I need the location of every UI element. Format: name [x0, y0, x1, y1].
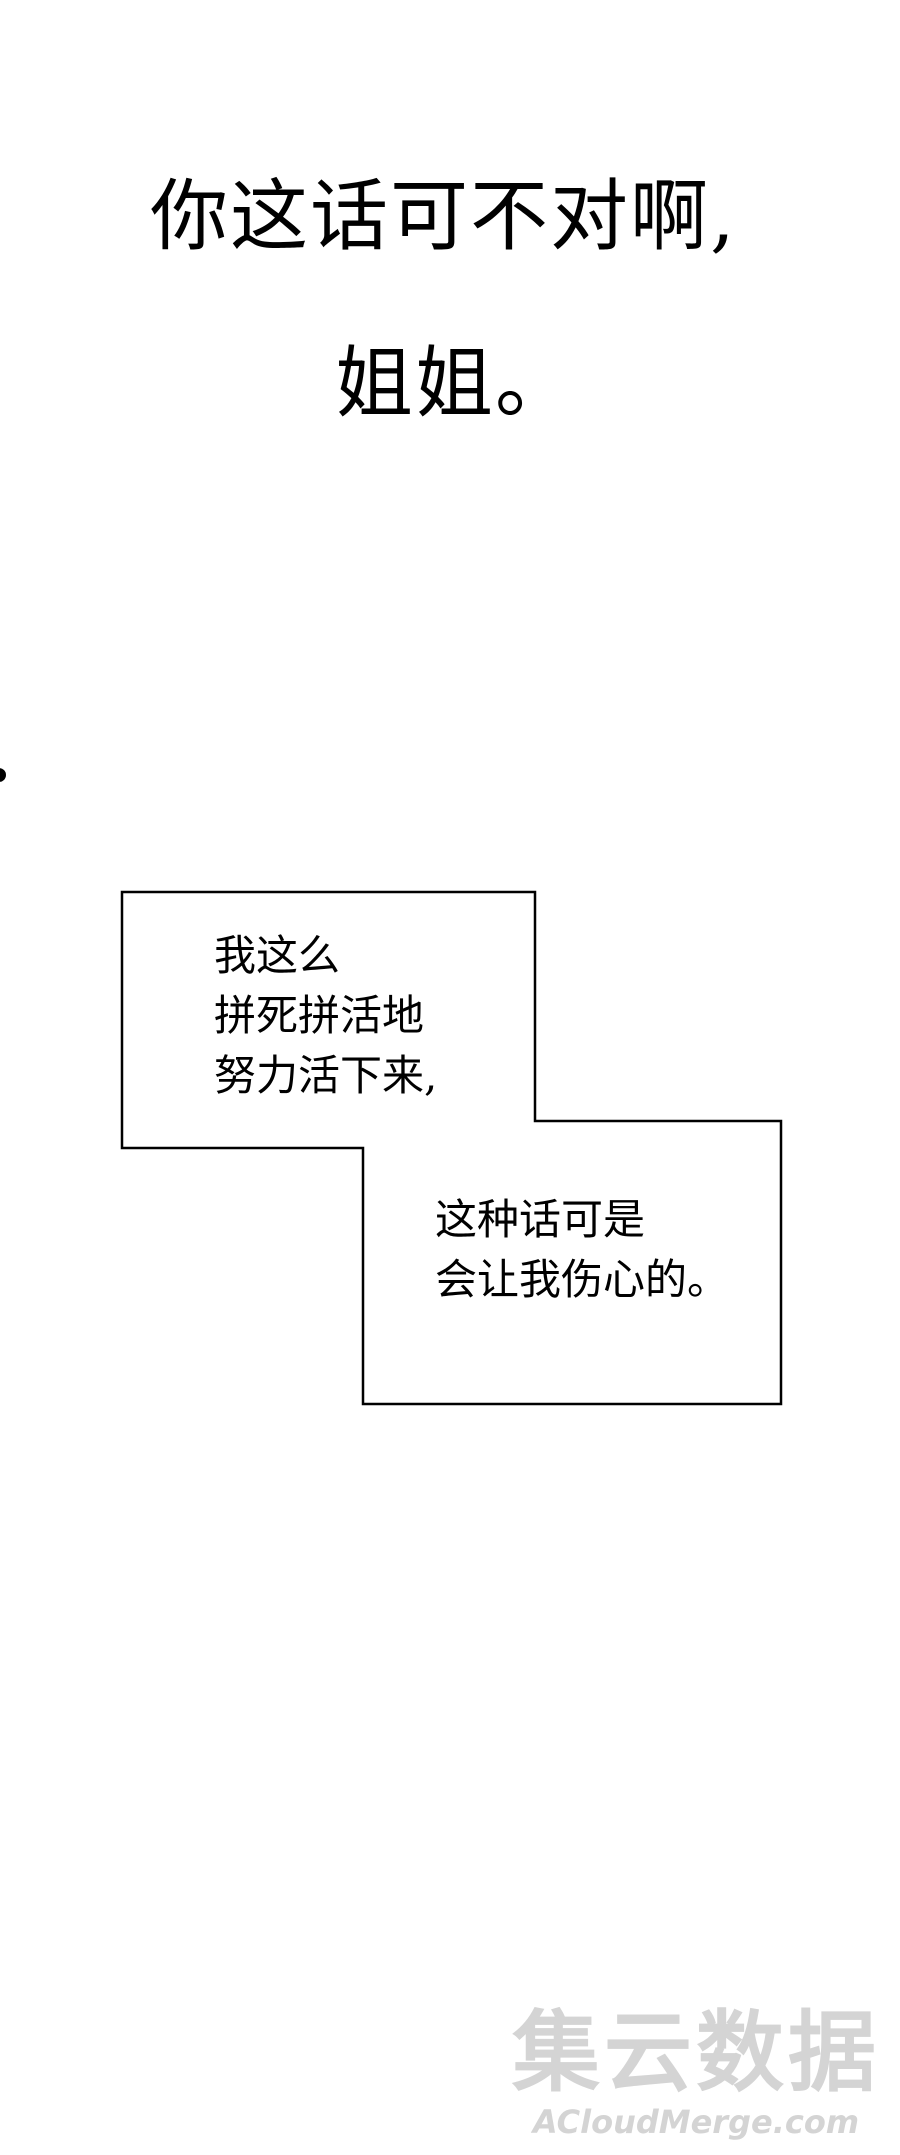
narration-line-2: 姐姐。: [335, 339, 576, 429]
narration-line-1: 你这话可不对啊,: [150, 172, 737, 262]
edge-dot: [0, 768, 6, 782]
speech-bubble: 我这么 拼死拼活地 努力活下来, 这种话可是 会让我伤心的。: [120, 890, 785, 1406]
speech-line: 我这么: [214, 931, 341, 980]
watermark-chinese: 集云数据: [511, 2000, 880, 2104]
speech-line: 这种话可是: [435, 1195, 646, 1244]
speech-line: 拼死拼活地: [214, 991, 425, 1040]
speech-bubble-text-upper: 我这么 拼死拼活地 努力活下来,: [214, 926, 437, 1106]
speech-line: 会让我伤心的。: [435, 1255, 730, 1304]
speech-line: 努力活下来,: [214, 1051, 438, 1100]
watermark-english: ACloudMerge.com: [532, 2102, 860, 2141]
watermark: 集云数据 ACloudMerge.com: [506, 2000, 886, 2141]
speech-bubble-text-lower: 这种话可是 会让我伤心的。: [435, 1190, 729, 1310]
speech-bubble-outline: [120, 890, 783, 1406]
